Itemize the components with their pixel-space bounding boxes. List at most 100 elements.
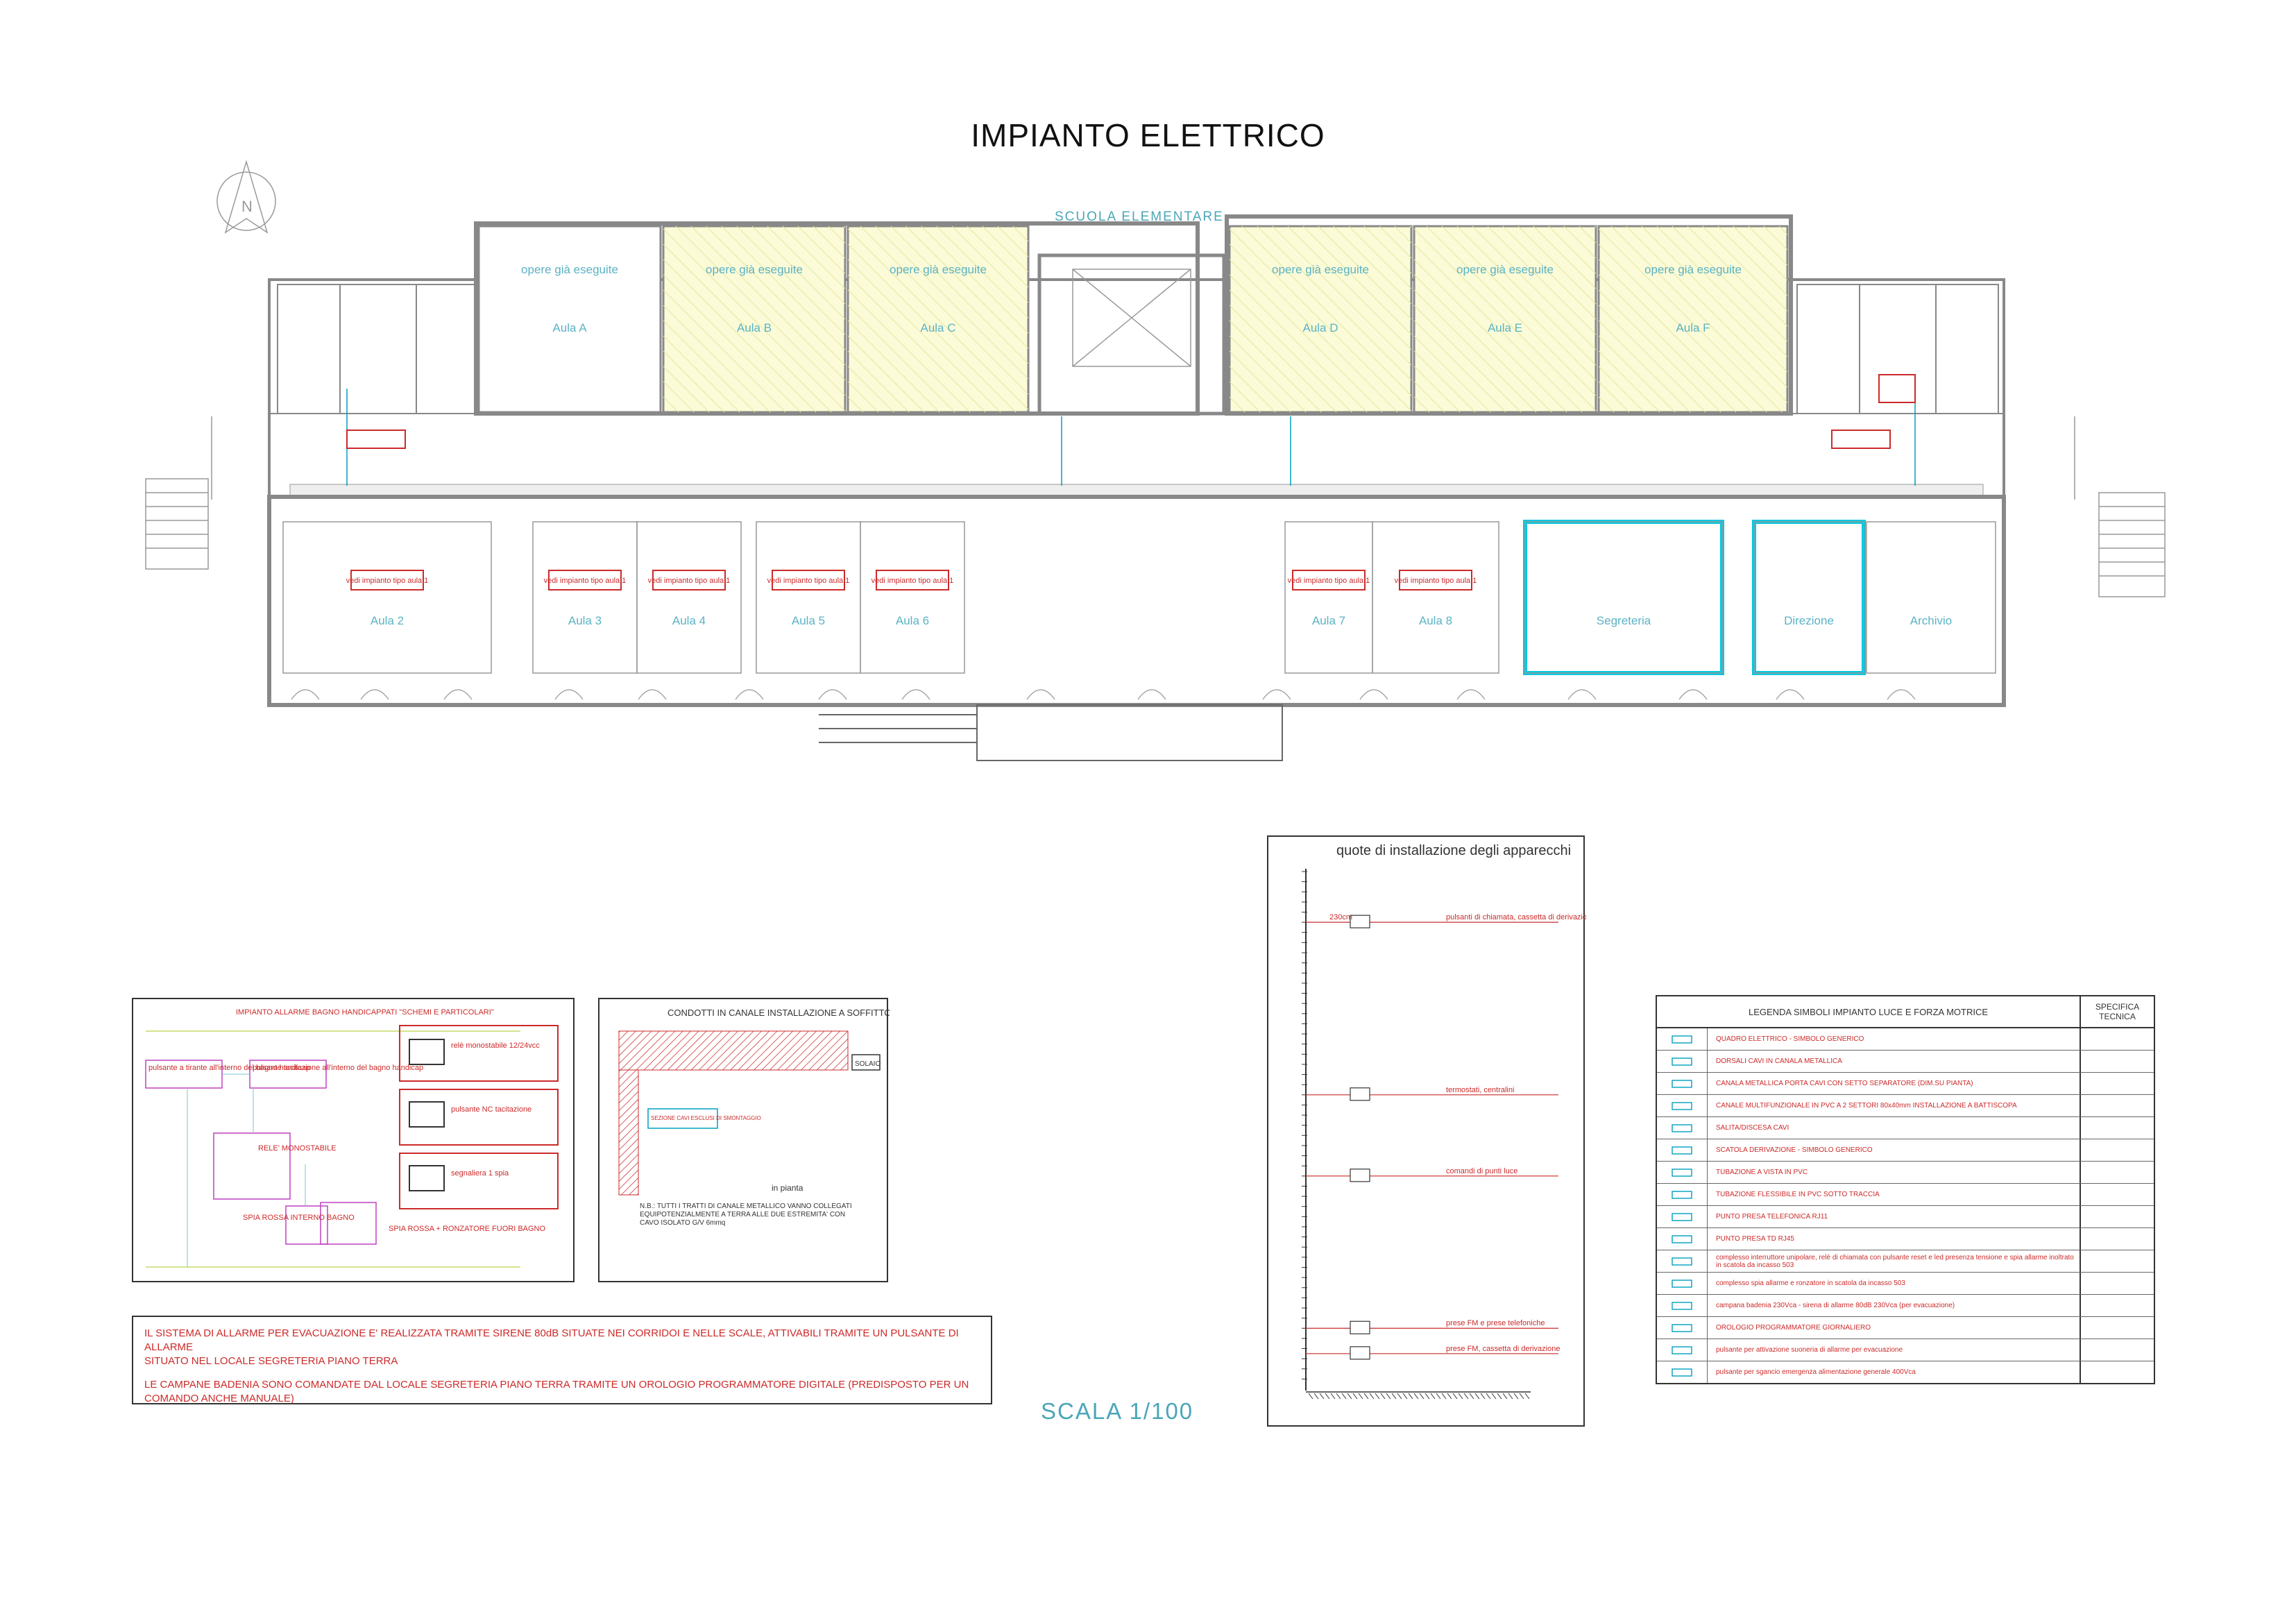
alarm-spec-1: pulsante NC tacitazione (451, 1105, 532, 1114)
conduit-panel: CONDOTTI IN CANALE INSTALLAZIONE A SOFFI… (598, 998, 890, 1282)
bottom-room-3 (636, 521, 742, 674)
alarm-panel-title: IMPIANTO ALLARME BAGNO HANDICAPPATI "SCH… (236, 1008, 494, 1017)
legend-row-label: TUBAZIONE FLESSIBILE IN PVC SOTTO TRACCI… (1716, 1191, 1880, 1198)
alarm-label-1: pulsante tacitazione all'interno del bag… (253, 1064, 423, 1072)
room-note-box (1292, 570, 1366, 590)
emergency-button-icon (1657, 1361, 1708, 1383)
legend-row-label: QUADRO ELETTRICO - SIMBOLO GENERICO (1716, 1035, 1864, 1043)
legend-row: pulsante per attivazione suoneria di all… (1657, 1339, 2154, 1361)
legend-row: CANALE MULTIFUNZIONALE IN PVC A 2 SETTOR… (1657, 1095, 2154, 1117)
top-room-note: opere già eseguite (1644, 263, 1742, 276)
alarm-label-0: pulsante a tirante all'interno del bagno… (148, 1064, 310, 1072)
slab-label: SOLAIO (855, 1060, 881, 1068)
legend-spec-cell (2080, 1028, 2154, 1050)
north-arrow-icon: N (216, 160, 276, 234)
bathroom-annotations (346, 374, 1916, 449)
device-box-icon (1350, 1087, 1370, 1101)
bottom-room-note: vedi impianto tipo aula 1 (544, 577, 627, 585)
conduit-note: N.B.: TUTTI I TRATTI DI CANALE METALLICO… (640, 1203, 852, 1227)
device-box-icon (1350, 1346, 1370, 1360)
legend-row-label: CANALE MULTIFUNZIONALE IN PVC A 2 SETTOR… (1716, 1102, 2017, 1110)
school-label: SCUOLA ELEMENTARE (1055, 210, 1224, 224)
system-note-line1: IL SISTEMA DI ALLARME PER EVACUAZIONE E'… (144, 1327, 959, 1353)
legend-spec-cell (2080, 1073, 2154, 1094)
data-socket-icon (1657, 1228, 1708, 1250)
bottom-room-note: vedi impianto tipo aula 1 (648, 577, 731, 585)
legend-row: PUNTO PRESA TD RJ45 (1657, 1228, 2154, 1250)
legend-spec-cell (2080, 1184, 2154, 1205)
legend-row-label: SCATOLA DERIVAZIONE - SIMBOLO GENERICO (1716, 1146, 1873, 1154)
bottom-room-name: Aula 3 (568, 614, 602, 627)
bottom-room-note: vedi impianto tipo aula 1 (871, 577, 954, 585)
alarm-spec-0: relè monostabile 12/24vcc (451, 1042, 540, 1050)
legend-row-label: PUNTO PRESA TD RJ45 (1716, 1235, 1794, 1243)
legend-row: DORSALI CAVI IN CANALA METALLICA (1657, 1051, 2154, 1073)
legend-row: SCATOLA DERIVAZIONE - SIMBOLO GENERICO (1657, 1139, 2154, 1162)
legend-row: TUBAZIONE A VISTA IN PVC (1657, 1162, 2154, 1184)
legend-spec-cell (2080, 1206, 2154, 1227)
bottom-room-name: Aula 7 (1312, 614, 1345, 627)
bottom-room-name: Aula 2 (371, 614, 404, 627)
alarm-combo-icon (1657, 1273, 1708, 1294)
flex-pipe-icon (1657, 1184, 1708, 1205)
page-title: IMPIANTO ELETTRICO (971, 117, 1325, 153)
legend-spec-cell (2080, 1317, 2154, 1339)
bottom-room-name: Aula 4 (672, 614, 706, 627)
legend-row: complesso spia allarme e ronzatore in sc… (1657, 1273, 2154, 1295)
legend-row: OROLOGIO PROGRAMMATORE GIORNALIERO (1657, 1317, 2154, 1339)
legend-spec-cell (2080, 1117, 2154, 1139)
room-note-box (350, 570, 424, 590)
legend-row-label: complesso spia allarme e ronzatore in sc… (1716, 1280, 1905, 1287)
top-room-1 (477, 225, 662, 414)
bottom-room-note: vedi impianto tipo aula 1 (346, 577, 429, 585)
bell-icon (1657, 1295, 1708, 1316)
legend-row-label: campana badenia 230Vca - sirena di allar… (1716, 1302, 1955, 1309)
legend-row-label: complesso interruttore unipolare, relè d… (1716, 1253, 2074, 1269)
bottom-room-name: Archivio (1910, 614, 1952, 627)
bottom-room-10 (1866, 521, 1996, 674)
bottom-room-name: Aula 8 (1419, 614, 1452, 627)
alarm-label-2: RELE' MONOSTABILE (258, 1144, 337, 1153)
room-note-box (1399, 570, 1472, 590)
legend-header: LEGENDA SIMBOLI IMPIANTO LUCE E FORZA MO… (1657, 996, 2154, 1028)
riser-icon (1657, 1117, 1708, 1139)
hatched-tray-icon (1657, 1073, 1708, 1094)
alarm-spec-2: segnaliera 1 spia (451, 1169, 509, 1178)
bottom-room-5 (860, 521, 965, 674)
bottom-rooms-group: vedi impianto tipo aula 1 Aula 2 vedi impi… (282, 521, 1996, 674)
legend-table: LEGENDA SIMBOLI IMPIANTO LUCE E FORZA MO… (1656, 995, 2155, 1384)
top-room-name: Aula A (552, 321, 587, 334)
switch-combo-icon (1657, 1250, 1708, 1272)
section-label: SEZIONE CAVI ESCLUSI DI SMONTAGGIO (651, 1115, 761, 1121)
legend-row: complesso interruttore unipolare, relè d… (1657, 1250, 2154, 1273)
bottom-room-name: Aula 5 (792, 614, 825, 627)
bottom-room-name: Aula 6 (896, 614, 929, 627)
legend-spec-cell (2080, 1273, 2154, 1294)
legend-row-label: TUBAZIONE A VISTA IN PVC (1716, 1169, 1808, 1176)
top-room-name: Aula E (1488, 321, 1522, 334)
top-room-2 (662, 225, 847, 414)
top-room-note: opere già eseguite (706, 263, 803, 276)
alarm-label-3: SPIA ROSSA INTERNO BAGNO (243, 1214, 355, 1222)
legend-spec-cell (2080, 1162, 2154, 1183)
height-callout-label: termostati, centralini (1446, 1086, 1514, 1094)
heights-title: quote di installazione degli apparecchi (1336, 843, 1571, 858)
bottom-room-4 (756, 521, 861, 674)
bottom-room-note: vedi impianto tipo aula 1 (1288, 577, 1370, 585)
legend-row: QUADRO ELETTRICO - SIMBOLO GENERICO (1657, 1028, 2154, 1051)
top-room-note: opere già eseguite (521, 263, 618, 276)
pvc-channel-icon (1657, 1095, 1708, 1116)
legend-row: PUNTO PRESA TELEFONICA RJ11 (1657, 1206, 2154, 1228)
legend-title: LEGENDA SIMBOLI IMPIANTO LUCE E FORZA MO… (1748, 1006, 1989, 1017)
height-callout-tag: 230cm (1329, 913, 1352, 921)
legend-row: CANALA METALLICA PORTA CAVI CON SETTO SE… (1657, 1073, 2154, 1095)
panel-icon (1657, 1028, 1708, 1050)
legend-row: TUBAZIONE FLESSIBILE IN PVC SOTTO TRACCI… (1657, 1184, 2154, 1206)
height-callout-label: pulsanti di chiamata, cassetta di deriva… (1446, 913, 1586, 921)
north-label: N (241, 198, 253, 215)
legend-spec-cell (2080, 1139, 2154, 1161)
top-room-6 (1597, 225, 1789, 414)
device-box-icon (1350, 915, 1370, 928)
room-note-box (876, 570, 949, 590)
